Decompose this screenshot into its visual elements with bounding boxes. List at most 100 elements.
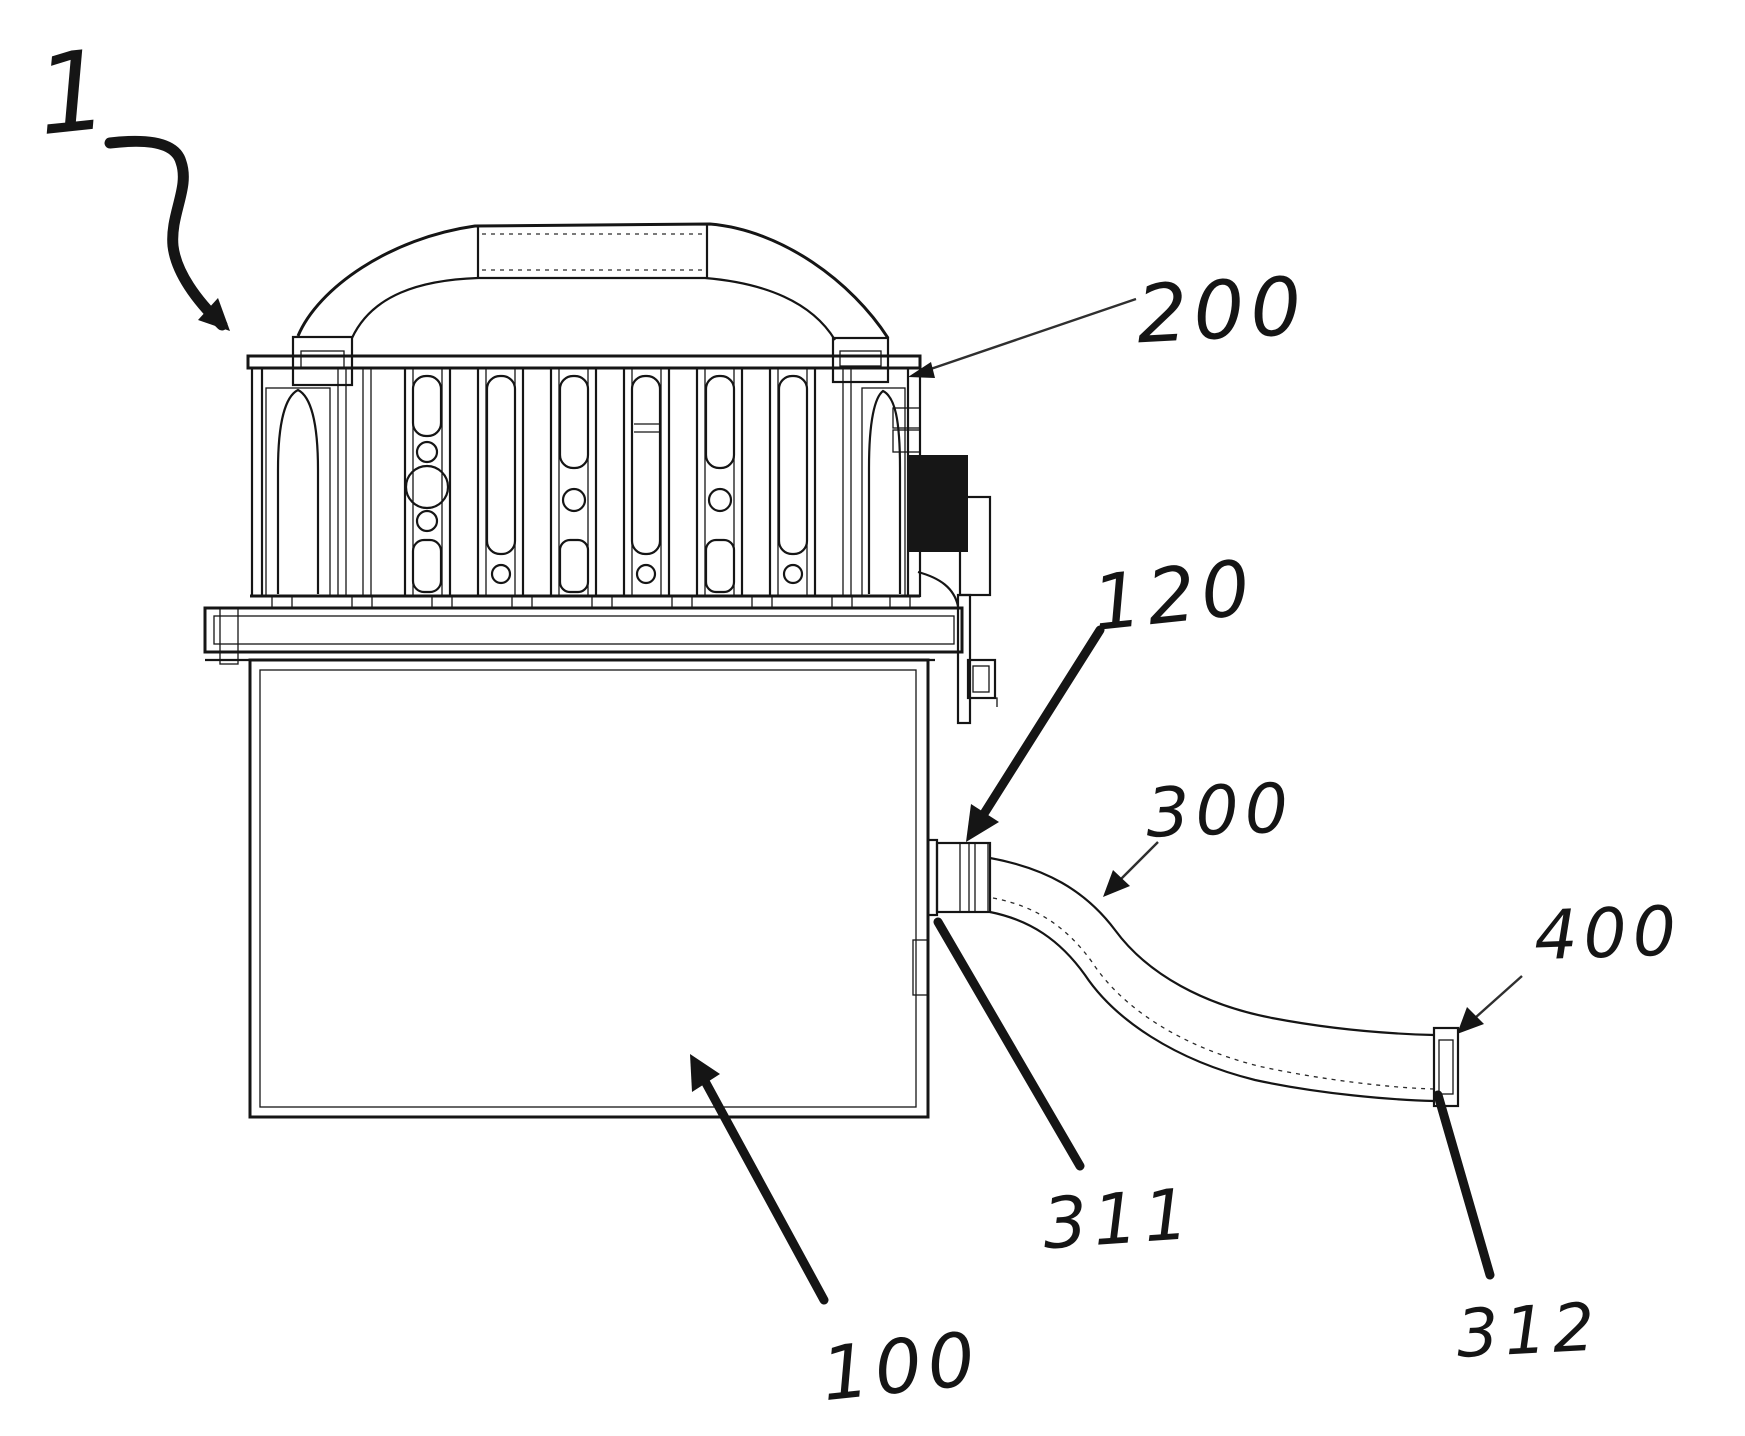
fin-boss-small <box>415 509 439 533</box>
outlet-connector <box>926 838 992 917</box>
heat-sink <box>246 354 922 609</box>
fin-arch-right <box>867 389 902 594</box>
device-drawing <box>203 222 1460 1119</box>
fin-feature-column-6 <box>768 366 817 598</box>
fin <box>337 367 347 597</box>
fin-foot <box>591 595 613 609</box>
hose-end-cap-body <box>1432 1026 1460 1108</box>
fin-boss-small <box>561 487 587 513</box>
label-hose-second-end: 312 <box>1455 1288 1603 1372</box>
housing-outer <box>248 658 930 1119</box>
leader-housing-arrowhead <box>690 1054 720 1092</box>
fin-column-inner-lines <box>485 368 516 596</box>
fin-foot <box>831 595 853 609</box>
leader-outlet <box>970 625 1105 833</box>
label-assembly: 1 <box>31 25 120 160</box>
fin-slot <box>704 374 736 470</box>
fin-boss-small <box>490 563 512 585</box>
fin-slot <box>411 374 443 438</box>
base-plate <box>203 606 964 665</box>
fin-arch-frame-left <box>265 387 331 597</box>
housing-inner <box>259 669 917 1108</box>
fin-column-inner-lines <box>777 368 808 596</box>
reference-labels: 1 200 120 300 400 311 312 100 <box>31 25 1684 1418</box>
fin-slot <box>485 374 517 556</box>
fin-column-inner-lines <box>558 368 589 596</box>
fin-boss-small <box>415 440 439 464</box>
fin-column-frame <box>768 366 817 598</box>
flange-tab-foot <box>973 697 998 707</box>
flange-tab-inner <box>972 665 990 693</box>
housing-side-seam <box>912 939 929 996</box>
carrying-handle <box>291 222 890 387</box>
fin-foot <box>271 595 293 609</box>
fin-arch-left <box>276 388 320 594</box>
fin-wall-left <box>250 366 264 598</box>
fin-column-frame <box>695 366 744 598</box>
hose-lower-edge <box>989 910 1435 1103</box>
fin-foot <box>351 595 373 609</box>
leader-hose-arrowhead <box>1103 870 1130 897</box>
leader-connector-arrowhead <box>1457 1007 1484 1034</box>
fin-boss-large <box>404 464 450 510</box>
handle-bracket-right-band <box>839 350 882 367</box>
fin-slot <box>704 538 736 594</box>
fin-slot <box>777 374 809 556</box>
label-hose: 300 <box>1145 769 1295 853</box>
terminal-block-dark <box>908 455 968 552</box>
leader-upper-part <box>915 297 1137 376</box>
leader-upper-part-arrowhead <box>908 362 935 378</box>
label-housing: 100 <box>818 1316 985 1418</box>
hose-inner-seam <box>992 897 1435 1090</box>
fin-column-frame <box>622 366 671 598</box>
leader-hose-second-end <box>1433 1090 1495 1280</box>
fin-foot <box>889 595 911 609</box>
base-plate-left-lip <box>219 607 239 665</box>
fin <box>842 367 852 597</box>
handle-inner-edge <box>351 276 836 341</box>
hose <box>989 856 1460 1108</box>
fin-boss-small <box>782 563 804 585</box>
handle-bracket-right <box>831 336 890 384</box>
fin-column-inner-lines <box>704 368 735 596</box>
leader-outlet-arrowhead <box>966 804 999 842</box>
leader-hose-first-end <box>933 917 1085 1171</box>
fin-feature-column-3 <box>549 366 598 598</box>
label-connector: 400 <box>1533 892 1683 976</box>
fin-column-inner-lines <box>631 368 662 596</box>
flange-corner-arc <box>917 570 960 607</box>
fin-boss-small <box>635 563 657 585</box>
label-hose-first-end: 311 <box>1040 1173 1197 1265</box>
fin-arch-column-left <box>265 387 331 597</box>
fin-etch-marks <box>634 423 660 433</box>
fin-column-frame <box>403 366 452 598</box>
side-attachments <box>892 407 998 725</box>
handle-bracket-left <box>291 335 354 387</box>
fin-foot <box>431 595 453 609</box>
fin-boss-small <box>707 487 733 513</box>
housing-box <box>248 658 930 1119</box>
hose-end-cap-inner <box>1438 1039 1454 1095</box>
handle-bracket-left-band <box>300 350 345 369</box>
fin-slot <box>411 538 443 594</box>
fin-column-frame <box>476 366 525 598</box>
hose-end-cap <box>1432 1026 1460 1108</box>
fin-slot <box>558 538 590 594</box>
leader-assembly <box>104 135 228 331</box>
fin-feature-column-2 <box>476 366 525 598</box>
fin-column-inner-lines <box>412 368 443 596</box>
base-plate-face <box>213 615 955 645</box>
base-plate-band <box>203 606 964 654</box>
leader-housing <box>695 1067 829 1305</box>
leader-assembly-arrowhead <box>198 298 230 331</box>
terminal-stack-upper <box>892 407 921 429</box>
outlet-hatch-band <box>974 842 989 913</box>
outlet-hatch-band <box>959 842 970 913</box>
fin-feet <box>271 595 911 609</box>
reference-leaders <box>104 135 1523 1305</box>
fin <box>362 367 372 597</box>
fin-slot <box>558 374 590 470</box>
outlet-stub <box>935 841 992 914</box>
